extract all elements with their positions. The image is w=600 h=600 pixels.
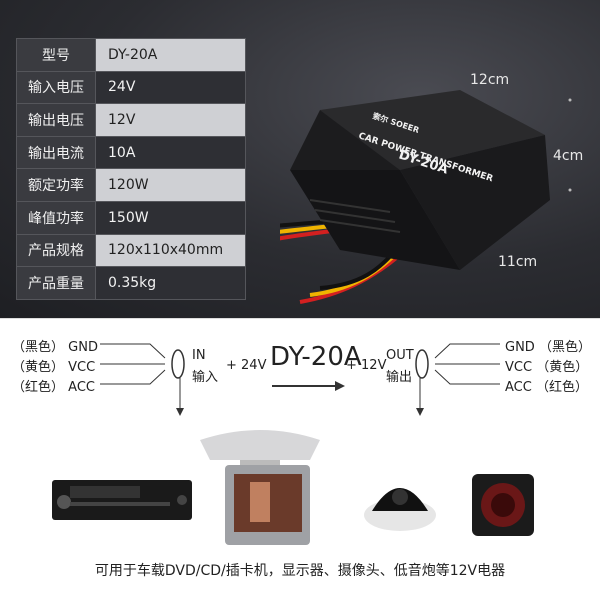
output-label-cn: 输出: [386, 370, 413, 385]
input-voltage: + 24V: [226, 358, 267, 373]
spec-value: 24V: [95, 70, 246, 105]
spec-key: 产品规格: [16, 233, 96, 268]
spec-value: 150W: [95, 200, 246, 235]
right-wire-acc: ACC （红色）: [505, 380, 588, 395]
spec-key: 输入电压: [16, 70, 96, 105]
dimension-height: 4cm: [553, 148, 584, 164]
wiring-lines: [100, 343, 500, 416]
spec-value: DY-20A: [95, 38, 246, 72]
usage-caption: 可用于车载DVD/CD/插卡机，显示器、摄像头、低音炮等12V电器: [94, 563, 506, 579]
wiring-diagram: （黑色） GND （黄色） VCC （红色） ACC IN 输入 + 24V D…: [0, 318, 600, 418]
spec-key: 额定功率: [16, 168, 96, 202]
right-wire-gnd: GND （黑色）: [505, 340, 591, 355]
spec-key: 产品重量: [16, 266, 96, 300]
spec-key: 输出电压: [16, 103, 96, 137]
dimension-length: 12cm: [470, 72, 510, 88]
power-transformer-illustration: 索尔 SOEER CAR POWER TRANSFORMER DY-20A: [280, 90, 572, 304]
section-divider: [0, 318, 600, 319]
output-label: OUT: [386, 348, 414, 363]
spec-value: 0.35kg: [95, 266, 246, 300]
output-voltage: + 12V: [346, 358, 387, 373]
spec-value: 120x110x40mm: [95, 233, 246, 268]
right-wire-vcc: VCC （黄色）: [505, 360, 589, 375]
subwoofer-image: [472, 474, 534, 536]
left-wire-acc: （红色） ACC: [12, 380, 95, 395]
input-label-cn: 输入: [192, 370, 219, 385]
spec-key: 输出电流: [16, 135, 96, 170]
left-wire-vcc: （黄色） VCC: [12, 360, 96, 375]
roof-monitor-image: [200, 430, 320, 545]
spec-key: 型号: [16, 38, 96, 72]
spec-key: 峰值功率: [16, 200, 96, 235]
spec-value: 10A: [95, 135, 246, 170]
center-model: DY-20A: [270, 342, 362, 372]
spec-value: 120W: [95, 168, 246, 202]
dome-camera-image: [364, 488, 436, 531]
car-radio-image: [52, 480, 192, 520]
input-label: IN: [192, 348, 206, 363]
spec-value: 12V: [95, 103, 246, 137]
dimension-width: 11cm: [498, 254, 538, 270]
left-wire-gnd: （黑色） GND: [12, 340, 98, 355]
